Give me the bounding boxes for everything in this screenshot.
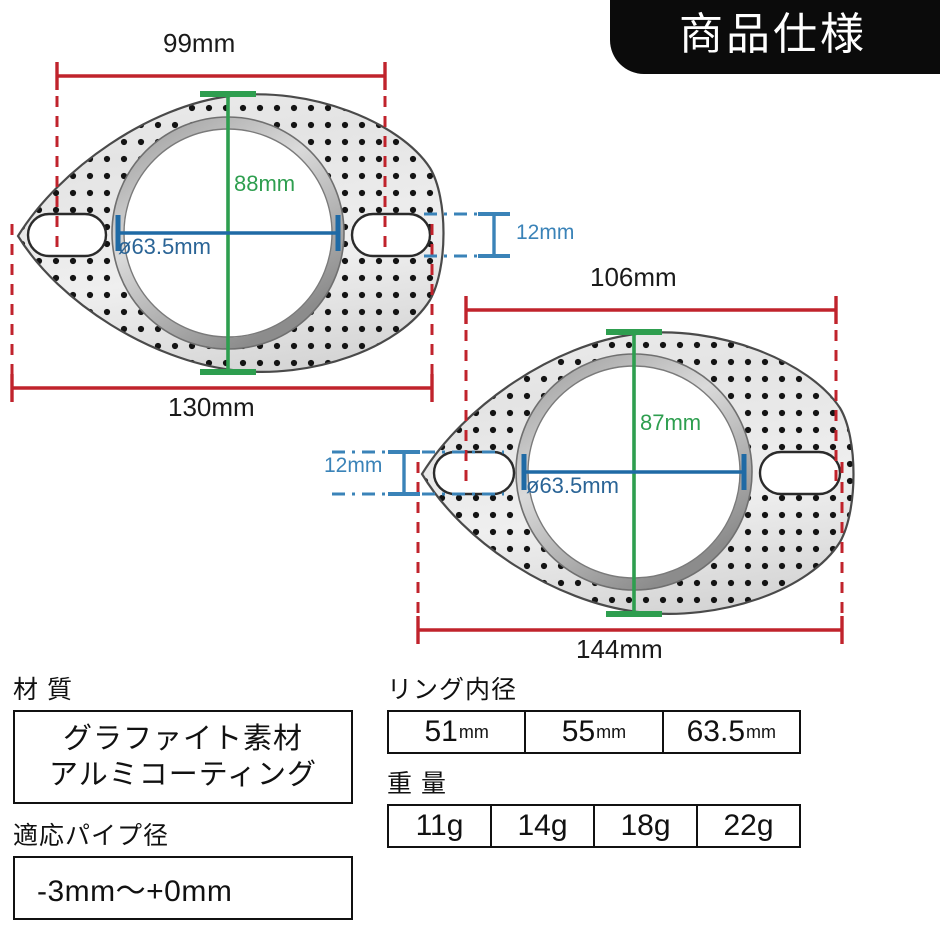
gasket-figure-small: 99mm 130mm 88mm ø63.5mm 12mm [0, 18, 600, 422]
gasket-diagram-area: 99mm 130mm 88mm ø63.5mm 12mm [0, 18, 940, 670]
ring-cell-2: 55 mm [526, 712, 664, 752]
material-value-box: グラファイト素材 アルミコーティング [13, 710, 353, 804]
weight-table: 11 g 14 g 18 g 22 g [387, 804, 801, 848]
pipe-diameter-heading: 適応パイプ径 [13, 822, 170, 850]
material-block: 材 質 グラファイト素材 アルミコーティング [13, 678, 353, 804]
ring-inner-diameter-heading: リング内径 [387, 676, 518, 704]
label-slot-12mm: 12mm [516, 221, 575, 244]
ring-cell-1-value: 51 [424, 715, 458, 748]
weight-cell-2-value: 14 [517, 809, 551, 842]
badge-title: 商品仕様 [679, 10, 867, 59]
label-bore-63-5mm: ø63.5mm [118, 234, 211, 259]
gasket-figure-large: 106mm 144mm 87mm ø63.5mm 12mm [318, 264, 940, 670]
label-overall-144mm: 144mm [576, 634, 663, 664]
weight-cell-2: 14 g [492, 806, 595, 846]
gasket-large-bolt-slot-left [432, 450, 516, 496]
pipe-diameter-value: -3mm〜+0mm [37, 875, 233, 908]
dimension-slot-12mm [332, 450, 504, 496]
dimension-overall-144mm [416, 462, 844, 644]
weight-cell-3-unit: g [653, 809, 671, 842]
product-spec-badge: 商品仕様 [610, 0, 940, 74]
gasket-large-outline [420, 331, 855, 615]
ring-cell-3-value: 63.5 [686, 715, 746, 748]
weight-cell-4-value: 22 [723, 809, 757, 842]
weight-cell-4-unit: g [756, 809, 774, 842]
gasket-small-svg [10, 62, 512, 402]
ring-cell-3-unit: mm [746, 722, 777, 742]
dimension-bore-63-5mm [115, 215, 341, 251]
label-slot-12mm: 12mm [324, 454, 383, 477]
ring-inner-diameter-block: リング内径 51 mm 55 mm 63.5 mm [387, 678, 801, 754]
gasket-large-bolt-slot-right [758, 450, 842, 496]
ring-cell-1-unit: mm [458, 722, 489, 742]
ring-cell-2-value: 55 [561, 715, 596, 748]
weight-cell-1-value: 11 [415, 809, 447, 842]
material-line-2: アルミコーティング [49, 759, 317, 791]
ring-cell-1: 51 mm [389, 712, 527, 752]
weight-cell-3: 18 g [595, 806, 698, 846]
dimension-width-99mm [55, 62, 387, 250]
pipe-diameter-block: 適応パイプ径 -3mm〜+0mm [13, 824, 353, 920]
gasket-small-bolt-slot-right [350, 212, 432, 258]
label-height-88mm: 88mm [234, 171, 296, 196]
label-overall-130mm: 130mm [168, 392, 255, 422]
ring-inner-diameter-table: 51 mm 55 mm 63.5 mm [387, 710, 801, 754]
material-heading: 材 質 [13, 676, 73, 704]
dimension-bore-63-5mm [521, 454, 747, 490]
label-width-99mm: 99mm [163, 28, 236, 58]
weight-heading: 重 量 [387, 770, 447, 798]
gasket-large-svg [332, 296, 855, 644]
weight-cell-2-unit: g [550, 809, 568, 842]
pipe-diameter-value-box: -3mm〜+0mm [13, 856, 353, 920]
weight-cell-4: 22 g [698, 806, 799, 846]
dimension-overall-130mm [10, 224, 434, 402]
weight-cell-1: 11 g [389, 806, 492, 846]
ring-cell-3: 63.5 mm [664, 712, 799, 752]
gasket-small-bolt-slot-left [26, 212, 108, 258]
label-bore-63-5mm: ø63.5mm [526, 473, 619, 498]
label-height-87mm: 87mm [640, 410, 702, 435]
material-line-1: グラファイト素材 [62, 722, 303, 755]
weight-cell-1-unit: g [446, 809, 464, 842]
gasket-small-outline [16, 93, 445, 373]
weight-cell-3-value: 18 [620, 809, 654, 842]
specification-tables: 材 質 グラファイト素材 アルミコーティング 適応パイプ径 -3mm〜+0mm … [0, 672, 940, 949]
dimension-slot-12mm [424, 212, 512, 258]
label-width-106mm: 106mm [590, 262, 677, 292]
weight-block: 重 量 11 g 14 g 18 g 22 g [387, 772, 801, 848]
dimension-width-106mm [464, 296, 838, 486]
ring-cell-2-unit: mm [596, 722, 627, 742]
